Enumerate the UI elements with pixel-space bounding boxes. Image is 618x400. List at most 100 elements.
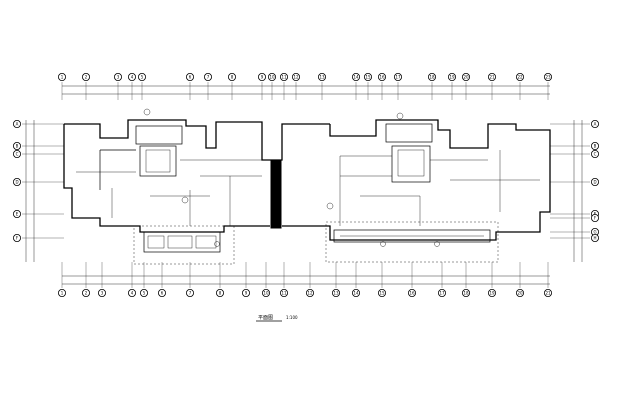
axis-bubble-top-label: 4 bbox=[131, 75, 134, 80]
axis-bubble-left-label: B bbox=[16, 144, 19, 149]
axis-bubble-right: H bbox=[591, 233, 600, 242]
axis-bubble-top: 14 bbox=[351, 73, 360, 82]
axis-bubble-bottom: 20 bbox=[516, 288, 525, 297]
axis-bubble-top: 16 bbox=[377, 73, 386, 82]
axis-bubble-bottom-label: 17 bbox=[439, 291, 445, 296]
axis-bubble-bottom: 2 bbox=[82, 288, 91, 297]
axis-bubble-right-label: E bbox=[594, 212, 597, 217]
axis-bubble-bottom: 16 bbox=[407, 288, 416, 297]
axis-bubble-bottom-label: 16 bbox=[409, 291, 415, 296]
axis-bubble-top: 3 bbox=[114, 73, 123, 82]
axis-bubble-left: E bbox=[12, 209, 21, 218]
axis-bubble-right: C bbox=[591, 149, 600, 158]
axis-bubble-top-label: 2 bbox=[85, 75, 88, 80]
axis-bubble-top-label: 13 bbox=[319, 75, 325, 80]
axis-bubble-bottom-label: 14 bbox=[353, 291, 359, 296]
axis-bubble-top-label: 20 bbox=[463, 75, 469, 80]
axis-bubble-bottom: 4 bbox=[127, 288, 136, 297]
axis-bubble-top: 6 bbox=[185, 73, 194, 82]
axis-bubble-left: D bbox=[12, 177, 21, 186]
axis-bubble-bottom-label: 7 bbox=[189, 291, 192, 296]
axis-bubble-bottom: 13 bbox=[331, 288, 340, 297]
axis-bubble-bottom-label: 21 bbox=[545, 291, 551, 296]
axis-bubble-left-label: D bbox=[15, 180, 18, 185]
axis-bubble-top-label: 5 bbox=[141, 75, 144, 80]
axis-bubble-bottom: 3 bbox=[98, 288, 107, 297]
axis-bubble-right-label: B bbox=[594, 144, 597, 149]
axis-bubble-top-label: 14 bbox=[353, 75, 359, 80]
drawing-title: 平面图 1:100 bbox=[256, 315, 298, 322]
axis-bubble-right: F bbox=[591, 213, 600, 222]
axis-bubble-right-label: G bbox=[593, 230, 596, 235]
axis-bubble-bottom-label: 3 bbox=[101, 291, 104, 296]
axis-bubble-bottom: 15 bbox=[377, 288, 386, 297]
axis-bubble-left-label: C bbox=[16, 152, 19, 157]
axis-bubble-top: 8 bbox=[227, 73, 236, 82]
axis-bubble-top: 4 bbox=[127, 73, 136, 82]
axis-bubble-bottom-label: 8 bbox=[219, 291, 222, 296]
axis-bubble-left: F bbox=[12, 233, 21, 242]
axis-bubble-bottom-label: 5 bbox=[143, 291, 146, 296]
axis-bubble-bottom-label: 11 bbox=[281, 291, 287, 296]
axis-bubble-top-label: 18 bbox=[429, 75, 435, 80]
axis-bubble-bottom: 17 bbox=[437, 288, 446, 297]
axis-bubble-bottom: 8 bbox=[215, 288, 224, 297]
dimension-lines bbox=[25, 85, 583, 285]
axis-bubble-left-label: E bbox=[16, 212, 19, 217]
axis-bubble-right-label: H bbox=[593, 236, 596, 241]
axis-bubble-right-label: F bbox=[594, 216, 597, 221]
axis-bubble-bottom-label: 13 bbox=[333, 291, 339, 296]
axis-bubble-top-label: 9 bbox=[261, 75, 264, 80]
axis-bubble-top-label: 3 bbox=[117, 75, 120, 80]
building-outline bbox=[63, 119, 551, 241]
axis-bubble-top-label: 19 bbox=[449, 75, 455, 80]
axis-bubble-bottom: 12 bbox=[305, 288, 314, 297]
interior-walls bbox=[76, 108, 540, 265]
axis-bubble-bottom-label: 6 bbox=[161, 291, 164, 296]
axis-bubble-bottom: 14 bbox=[351, 288, 360, 297]
axis-bubble-bottom-label: 1 bbox=[61, 291, 64, 296]
drawing-scale-text: 1:100 bbox=[286, 315, 298, 320]
axis-bubble-left: A bbox=[12, 120, 21, 129]
axis-bubble-bottom: 7 bbox=[185, 288, 194, 297]
axis-bubble-right-label: A bbox=[594, 122, 597, 127]
axis-bubble-top: 7 bbox=[203, 73, 212, 82]
axis-bubble-top-label: 17 bbox=[395, 75, 401, 80]
axis-bubble-top-label: 15 bbox=[365, 75, 371, 80]
axis-bubble-left: B bbox=[12, 141, 21, 150]
axis-bubble-top: 11 bbox=[279, 73, 288, 82]
axis-bubble-top: 23 bbox=[544, 73, 553, 82]
axis-bubble-top: 22 bbox=[516, 73, 525, 82]
axis-bubble-bottom-label: 4 bbox=[131, 291, 134, 296]
axis-bubble-top-label: 12 bbox=[293, 75, 299, 80]
axis-bubble-bottom-label: 2 bbox=[85, 291, 88, 296]
axis-bubble-top-label: 8 bbox=[231, 75, 234, 80]
axis-bubble-bottom-label: 19 bbox=[489, 291, 495, 296]
axis-bubble-right-label: C bbox=[594, 152, 597, 157]
axis-bubble-right: B bbox=[591, 141, 600, 150]
axis-bubble-bottom: 5 bbox=[139, 288, 148, 297]
axis-bubble-bottom-label: 18 bbox=[463, 291, 469, 296]
axis-bubble-left-label: A bbox=[16, 122, 19, 127]
axis-bubble-top: 12 bbox=[291, 73, 300, 82]
axis-bubble-right-label: D bbox=[593, 180, 596, 185]
axis-bubble-top: 17 bbox=[393, 73, 402, 82]
axis-bubble-top: 10 bbox=[267, 73, 276, 82]
axis-bubble-top: 5 bbox=[137, 73, 146, 82]
axis-bubble-bottom-label: 9 bbox=[245, 291, 248, 296]
axis-bubble-top-label: 23 bbox=[545, 75, 551, 80]
axis-bubble-top: 21 bbox=[487, 73, 496, 82]
axis-bubble-top-label: 11 bbox=[281, 75, 287, 80]
axis-bubble-bottom: 18 bbox=[461, 288, 470, 297]
axis-bubble-top-label: 10 bbox=[269, 75, 275, 80]
axis-bubble-bottom-label: 12 bbox=[307, 291, 313, 296]
axis-bubble-top: 19 bbox=[447, 73, 456, 82]
axis-bubble-right: A bbox=[591, 120, 600, 129]
axis-bubble-top-label: 21 bbox=[489, 75, 495, 80]
axis-bubble-bottom: 10 bbox=[261, 288, 270, 297]
axis-bubble-bottom: 21 bbox=[544, 288, 553, 297]
axis-bubble-bottom: 11 bbox=[279, 288, 288, 297]
axis-bubble-top-label: 6 bbox=[189, 75, 192, 80]
